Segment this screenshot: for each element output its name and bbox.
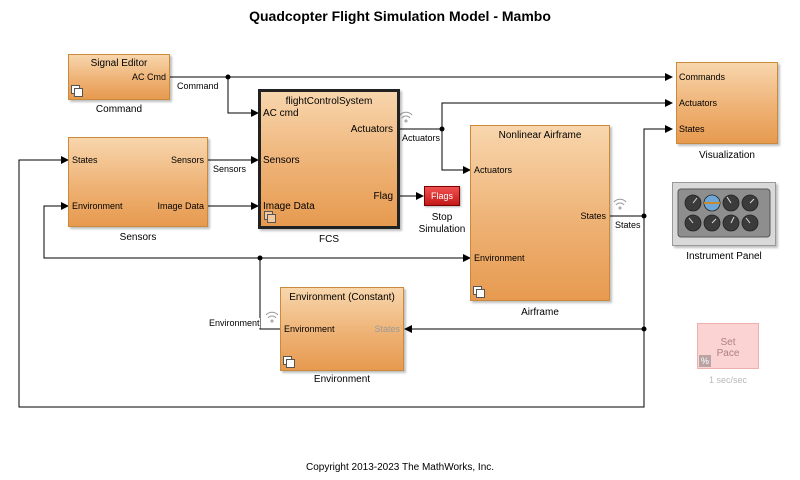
junction-states (641, 213, 647, 219)
port-states-out: States (580, 211, 606, 221)
stop-simulation-block[interactable]: Flags (424, 186, 460, 206)
port-ac-cmd-out: AC Cmd (131, 72, 166, 82)
copyright-footer: Copyright 2013-2023 The MathWorks, Inc. (305, 462, 495, 473)
port-ac-cmd-in: AC cmd (263, 108, 299, 119)
wire-label-states: States (615, 220, 641, 230)
wire-states-to-visualization (643, 125, 673, 216)
command-block[interactable]: Signal Editor AC Cmd (68, 54, 170, 100)
set-pace-line1: Set (720, 337, 736, 348)
stop-simulation-name-line2: Simulation (418, 224, 466, 235)
wire-label-environment: Environment (209, 318, 260, 328)
gauges-icon (677, 188, 771, 238)
junction-command (225, 74, 231, 80)
diagram-title: Quadcopter Flight Simulation Model - Mam… (249, 8, 551, 24)
wire-label-command: Command (177, 81, 219, 91)
airframe-block[interactable]: Nonlinear Airframe Actuators Environment… (470, 125, 610, 301)
wire-actuators-to-visualization (441, 99, 673, 129)
port-sensors-in: Sensors (263, 155, 300, 166)
set-pace-block[interactable]: Set Pace % (697, 323, 759, 369)
wire-states-feedback (18, 156, 645, 408)
sensors-block[interactable]: States Environment Sensors Image Data (68, 137, 208, 227)
fcs-block[interactable]: flightControlSystem AC cmd Sensors Image… (258, 89, 400, 229)
port-states-in: States (72, 155, 98, 165)
airframe-block-name: Airframe (521, 307, 559, 318)
wire-environment-to-airframe (259, 254, 471, 330)
port-actuators-in: Actuators (679, 98, 718, 108)
signal-log-icon (613, 198, 627, 210)
wire-environment-to-sensors (43, 202, 260, 259)
stop-simulation-name-line1: Stop (431, 212, 453, 223)
visualization-block-name: Visualization (699, 150, 755, 161)
port-actuators-in: Actuators (474, 165, 513, 175)
signal-log-icon (399, 111, 413, 123)
fcs-block-name: FCS (319, 234, 339, 245)
port-image-data-out: Image Data (157, 201, 204, 211)
airframe-block-title: Nonlinear Airframe (498, 130, 582, 141)
set-pace-name: 1 sec/sec (708, 375, 748, 385)
port-sensors-out: Sensors (170, 155, 204, 165)
fcs-block-title: flightControlSystem (285, 96, 373, 107)
port-image-data-in: Image Data (263, 201, 315, 212)
subsystem-icon (473, 286, 485, 298)
subsystem-icon (71, 85, 83, 97)
stop-simulation-name: Stop Simulation (412, 212, 472, 236)
instrument-panel-name: Instrument Panel (686, 251, 762, 262)
wire-command-to-fcs (227, 77, 259, 117)
set-pace-line2: Pace (716, 348, 740, 359)
wire-actuators-to-airframe (441, 129, 471, 174)
port-environment-in: Environment (474, 253, 525, 263)
command-block-name: Command (95, 104, 143, 115)
command-block-title: Signal Editor (90, 58, 148, 69)
port-flag-out: Flag (373, 191, 393, 202)
visualization-block[interactable]: Commands Actuators States (676, 62, 778, 144)
junction-actuators (439, 126, 445, 132)
port-environment-in: Environment (72, 201, 123, 211)
environment-block-title: Environment (Constant) (289, 292, 395, 303)
port-states-in: States (374, 324, 400, 334)
percent-icon: % (699, 355, 711, 367)
subsystem-icon (283, 356, 295, 368)
junction-states-lower (641, 326, 647, 332)
port-commands-in: Commands (679, 72, 726, 82)
port-actuators-out: Actuators (350, 124, 393, 135)
port-environment-out: Environment (284, 324, 335, 334)
junction-environment (257, 255, 263, 261)
model-reference-icon (264, 211, 276, 223)
instrument-panel-block[interactable] (672, 182, 776, 246)
sensors-block-name: Sensors (119, 232, 157, 243)
port-states-in: States (679, 124, 705, 134)
wire-label-actuators: Actuators (402, 133, 441, 143)
signal-log-icon (265, 311, 279, 323)
environment-block-name: Environment (313, 374, 371, 385)
environment-block[interactable]: Environment (Constant) Environment State… (280, 287, 404, 371)
wire-label-sensors: Sensors (213, 164, 247, 174)
